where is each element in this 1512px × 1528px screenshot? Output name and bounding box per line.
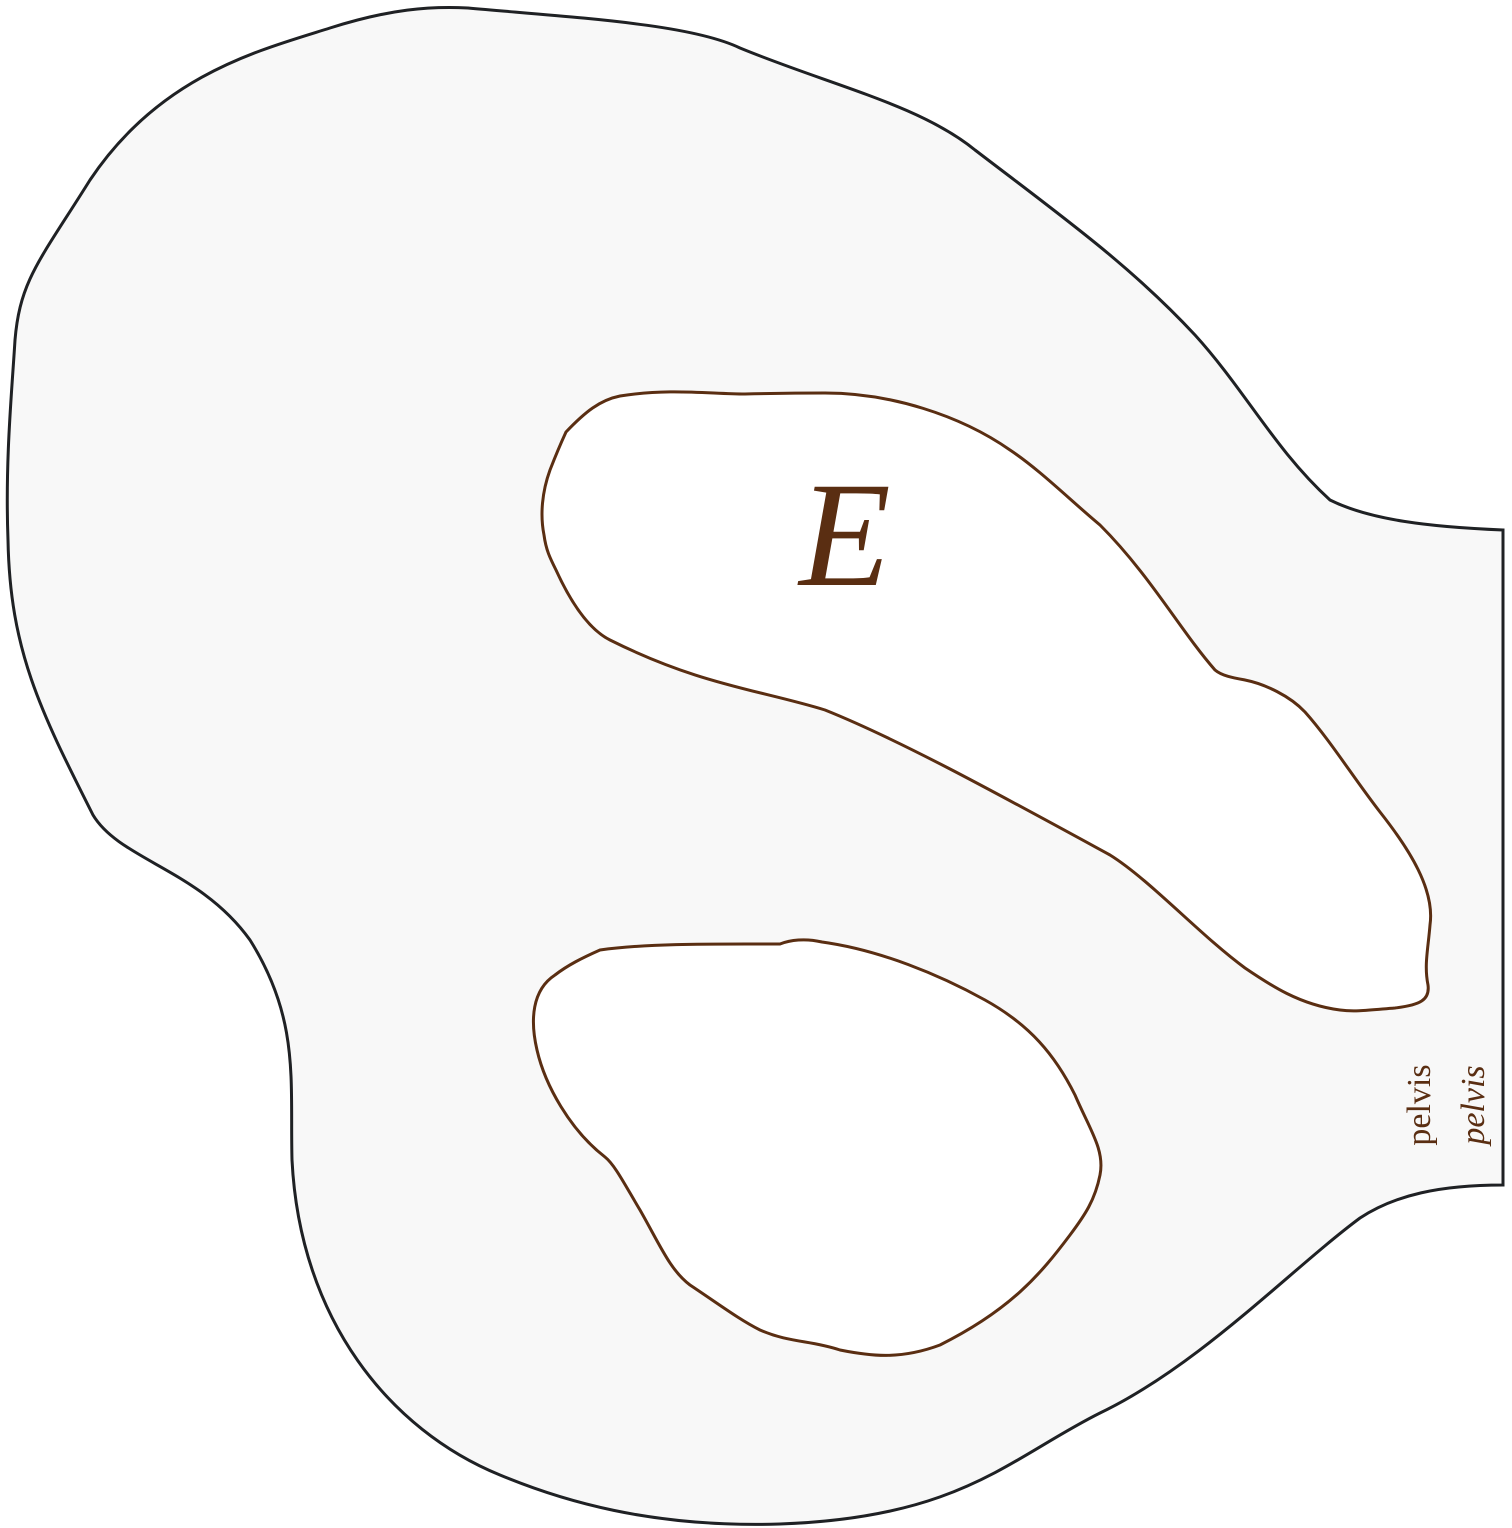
region-label-e: E [797,452,891,618]
boundary-label-pelvis-italic: pelvis [1455,1065,1492,1146]
boundary-label-pelvis: pelvis [1401,1064,1438,1145]
